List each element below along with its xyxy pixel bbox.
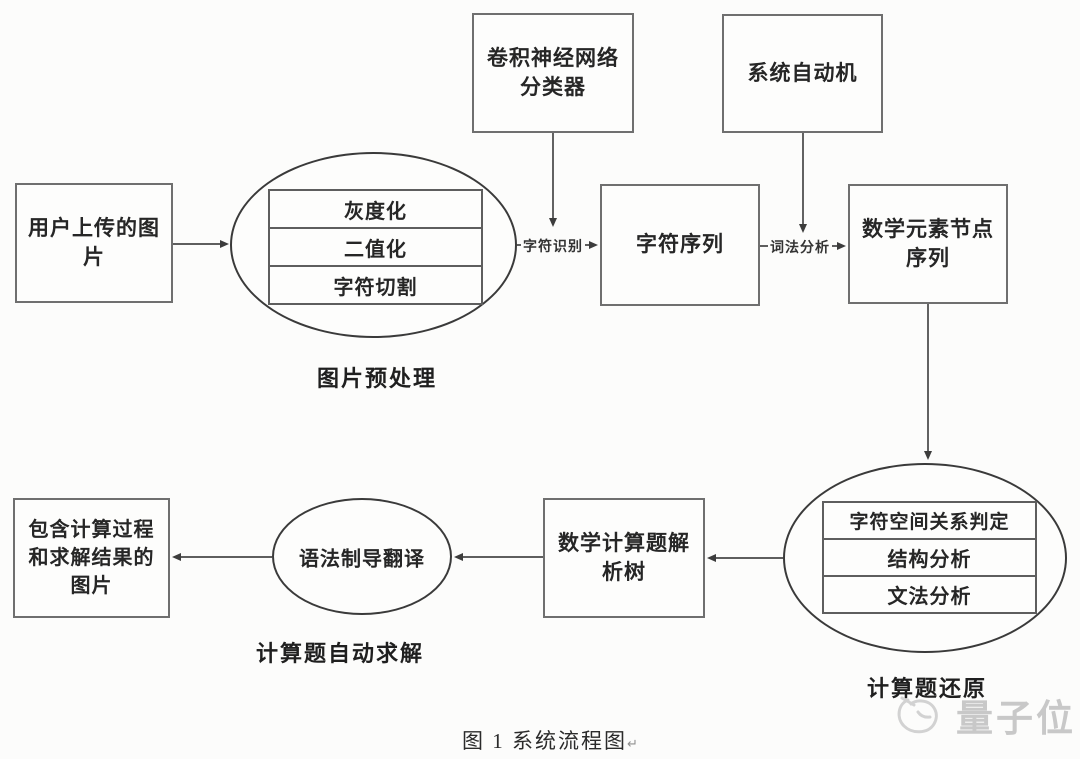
box-system-automaton-line1: 系统自动机 — [747, 61, 858, 85]
box-user-uploaded-image-line1: 用户上传的图 — [28, 216, 160, 240]
box-system-automaton: 系统自动机 — [722, 14, 883, 133]
figure-caption-text: 图 1 系统流程图 — [462, 729, 627, 753]
box-result-image-line3: 图片 — [70, 575, 113, 597]
label-problem-restore: 计算题还原 — [866, 676, 988, 701]
ellipse-syntax-directed-translation — [272, 498, 452, 615]
box-result-image-line2: 和求解结果的 — [28, 547, 155, 569]
label-image-preprocess: 图片预处理 — [316, 366, 438, 391]
quantum-logo-icon — [897, 696, 938, 734]
restore-steps: 字符空间关系判定 结构分析 文法分析 — [822, 501, 1037, 614]
box-user-uploaded-image: 用户上传的图 片 — [15, 183, 173, 303]
box-user-uploaded-image-line2: 片 — [83, 246, 105, 269]
label-auto-solve: 计算题自动求解 — [255, 641, 425, 666]
box-parse-tree: 数学计算题解 析树 — [543, 498, 705, 618]
return-mark: ↵ — [627, 736, 638, 751]
preprocess-steps: 灰度化 二值化 字符切割 — [268, 189, 483, 305]
figure-caption: 图 1 系统流程图↵ — [462, 725, 638, 755]
preprocess-step-grayscale: 灰度化 — [344, 200, 407, 223]
box-math-element-nodes: 数学元素节点 序列 — [848, 184, 1008, 304]
restore-step-spatial-relation: 字符空间关系判定 — [849, 512, 1010, 533]
preprocess-step-charsplit: 字符切割 — [270, 265, 481, 303]
preprocess-step-binarize: 二值化 — [270, 227, 481, 265]
box-cnn-classifier: 卷积神经网络 分类器 — [472, 13, 634, 133]
box-parse-tree-line2: 析树 — [602, 561, 646, 584]
watermark-text: 量子位 — [956, 698, 1076, 739]
edge-label-lexical-analysis: 词法分析 — [768, 237, 832, 257]
box-math-element-nodes-line1: 数学元素节点 — [862, 217, 994, 241]
restore-step-grammar-analysis: 文法分析 — [824, 575, 1035, 612]
box-cnn-classifier-line1: 卷积神经网络 — [487, 46, 619, 70]
restore-step-structure-analysis: 结构分析 — [824, 538, 1035, 575]
box-char-sequence-text: 字符序列 — [636, 233, 724, 257]
box-result-image-line1: 包含计算过程 — [28, 519, 155, 541]
box-char-sequence: 字符序列 — [600, 184, 760, 306]
watermark: 量子位 — [894, 688, 1076, 742]
edge-label-char-recognition: 字符识别 — [521, 236, 585, 256]
box-math-element-nodes-line2: 序列 — [906, 247, 950, 270]
box-parse-tree-line1: 数学计算题解 — [558, 531, 690, 555]
ellipse-syntax-directed-translation-text: 语法制导翻译 — [299, 548, 425, 571]
box-result-image: 包含计算过程 和求解结果的 图片 — [13, 498, 170, 618]
box-cnn-classifier-line2: 分类器 — [520, 76, 586, 99]
